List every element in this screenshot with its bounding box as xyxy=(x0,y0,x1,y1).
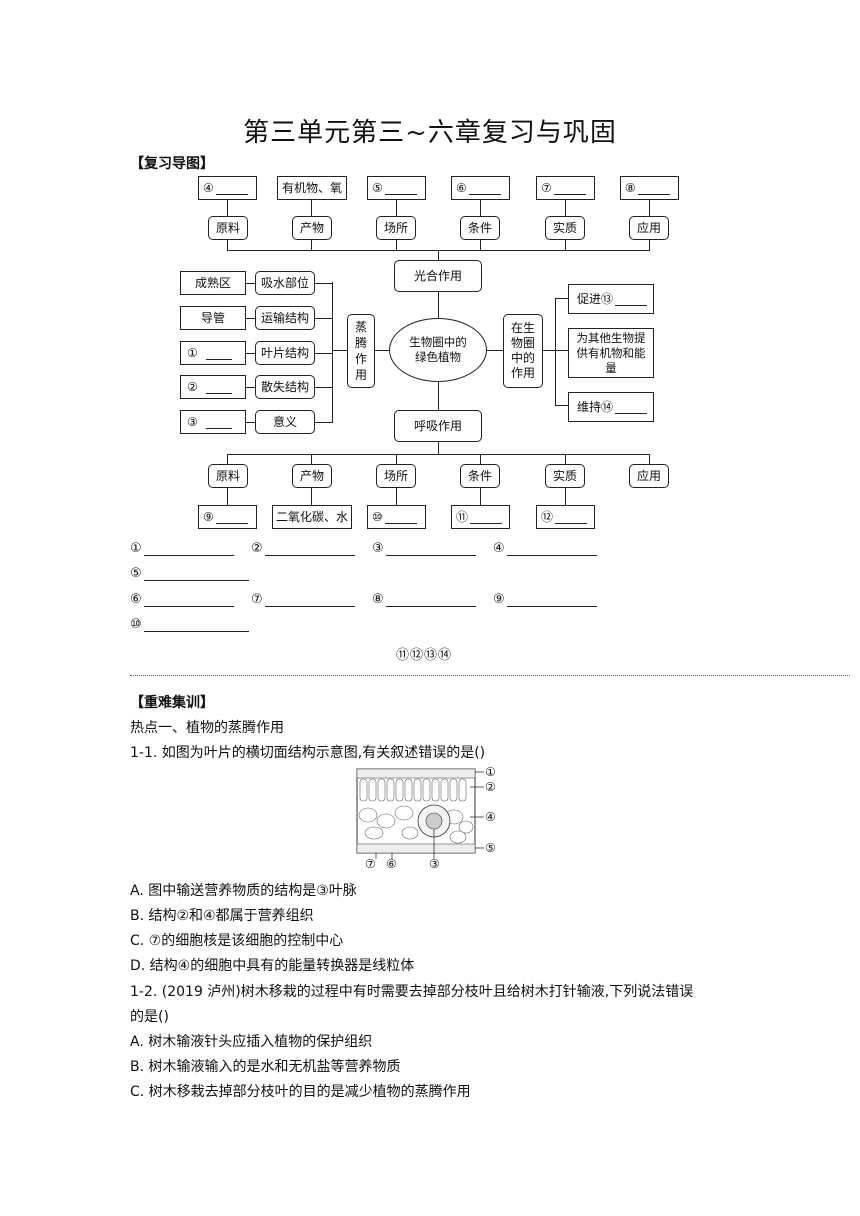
transp-left-box: ③ xyxy=(180,410,246,434)
option-b[interactable]: B. 结构②和④都属于营养组织 xyxy=(130,908,314,924)
photo-answer-box: ⑥ xyxy=(451,176,510,200)
answer-blank[interactable]: ③ xyxy=(372,541,476,556)
transp-right-box: 吸水部位 xyxy=(255,271,315,295)
question-1-2-stem: 1-2. (2019 泸州)树木移栽的过程中有时需要去掉部分枝叶且给树木打针输液… xyxy=(130,984,694,1000)
role-item-box: 为其他生物提供有机物和能量 xyxy=(568,328,654,378)
resp-answer-box: ⑩ xyxy=(367,505,426,529)
photo-label-box: 产物 xyxy=(292,216,332,240)
resp-label-box: 场所 xyxy=(376,464,416,488)
answer-blank[interactable]: ⑥ xyxy=(130,592,234,607)
transp-left-box: 成熟区 xyxy=(180,271,246,295)
role-item-box: 促进⑬ xyxy=(568,284,654,314)
hotspot-title: 热点一、植物的蒸腾作用 xyxy=(130,720,284,736)
role-box: 在生物圈中的作用 xyxy=(503,314,543,388)
photo-label-box: 条件 xyxy=(460,216,500,240)
answer-blank[interactable]: ⑩ xyxy=(130,617,249,632)
figure-label: ⑦ xyxy=(365,857,376,871)
answer-blank[interactable]: ⑨ xyxy=(493,592,597,607)
figure-label: ④ xyxy=(485,810,496,824)
resp-label-box: 原料 xyxy=(208,464,248,488)
option-c[interactable]: C. 树木移栽去掉部分枝叶的目的是减少植物的蒸腾作用 xyxy=(130,1084,471,1100)
photosynthesis-box: 光合作用 xyxy=(394,260,482,292)
map-heading: 【复习导图】 xyxy=(130,156,214,172)
resp-answer-box: ⑨ xyxy=(198,505,257,529)
question-1-1-stem: 1-1. 如图为叶片的横切面结构示意图,有关叙述错误的是() xyxy=(130,745,486,761)
option-a[interactable]: A. 图中输送营养物质的结构是③叶脉 xyxy=(130,883,357,899)
page-title: 第三单元第三~六章复习与巩固 xyxy=(243,118,617,148)
resp-label-box: 应用 xyxy=(629,464,669,488)
figure-label: ⑤ xyxy=(485,841,496,855)
transp-right-box: 意义 xyxy=(255,410,315,434)
photo-answer-box: ⑧ xyxy=(620,176,679,200)
section-divider xyxy=(130,675,850,676)
transp-left-box: 导管 xyxy=(180,306,246,330)
question-1-2-stem-cont: 的是() xyxy=(130,1009,169,1025)
answer-blank[interactable]: ④ xyxy=(493,541,597,556)
leaf-cross-section-figure: ① ② ④ ⑤ ⑦ ⑥ ③ xyxy=(354,765,514,871)
transp-right-box: 运输结构 xyxy=(255,306,315,330)
transp-left-box: ① xyxy=(180,341,246,365)
resp-label-box: 条件 xyxy=(460,464,500,488)
core-ellipse: 生物圈中的绿色植物 xyxy=(389,318,487,382)
answer-blank[interactable]: ① xyxy=(130,541,234,556)
photo-label-box: 场所 xyxy=(376,216,416,240)
figure-label: ① xyxy=(485,765,496,779)
figure-label: ⑥ xyxy=(386,857,397,871)
respiration-box: 呼吸作用 xyxy=(394,410,482,442)
resp-product-box: 二氧化碳、水 xyxy=(272,505,352,529)
option-a[interactable]: A. 树木输液针头应插入植物的保护组织 xyxy=(130,1034,373,1050)
answer-blank[interactable]: ⑤ xyxy=(130,566,249,581)
resp-label-box: 实质 xyxy=(545,464,585,488)
resp-answer-box: ⑫ xyxy=(536,505,595,529)
photo-label-box: 实质 xyxy=(545,216,585,240)
answer-blank[interactable]: ⑦ xyxy=(251,592,355,607)
option-c[interactable]: C. ⑦的细胞核是该细胞的控制中心 xyxy=(130,933,344,949)
resp-label-box: 产物 xyxy=(292,464,332,488)
transp-right-box: 叶片结构 xyxy=(255,341,315,365)
transp-left-box: ② xyxy=(180,375,246,399)
photo-answer-box: ④ xyxy=(198,176,257,200)
answer-blank[interactable]: ⑧ xyxy=(372,592,476,607)
answer-blank-group: ⑪⑫⑬⑭ xyxy=(396,648,453,663)
resp-answer-box: ⑪ xyxy=(451,505,510,529)
photo-answer-box: ⑤ xyxy=(367,176,426,200)
role-item-box: 维持⑭ xyxy=(568,392,654,422)
photo-product-box: 有机物、氧 xyxy=(277,176,347,200)
photo-label-box: 原料 xyxy=(208,216,248,240)
answer-blank[interactable]: ② xyxy=(251,541,355,556)
photo-answer-box: ⑦ xyxy=(536,176,595,200)
figure-label: ③ xyxy=(429,857,440,871)
option-b[interactable]: B. 树木输液输入的是水和无机盐等营养物质 xyxy=(130,1059,401,1075)
leaf-cross-section-drawing xyxy=(356,768,484,859)
option-d[interactable]: D. 结构④的细胞中具有的能量转换器是线粒体 xyxy=(130,958,415,974)
photo-label-box: 应用 xyxy=(629,216,669,240)
figure-label: ② xyxy=(485,780,496,794)
transpiration-box: 蒸腾作用 xyxy=(347,314,375,388)
training-heading: 【重难集训】 xyxy=(130,695,214,711)
transp-right-box: 散失结构 xyxy=(255,375,315,399)
